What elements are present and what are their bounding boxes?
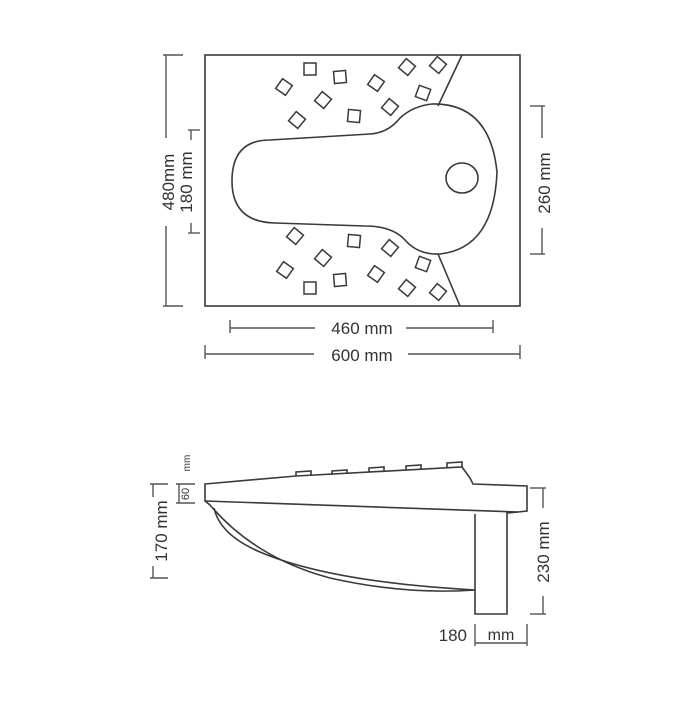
dim-outer-width: 600 mm bbox=[204, 345, 521, 365]
base-plate-outline bbox=[204, 54, 521, 307]
side-tiles bbox=[295, 461, 463, 476]
top-view: 480mm 180 mm 260 mm 460 mm bbox=[159, 54, 554, 365]
side-bowl-curve bbox=[213, 507, 476, 591]
dim-rim-height: 60 mm bbox=[176, 455, 195, 504]
dim-outlet: 180 mm bbox=[439, 624, 528, 646]
label-rim-height: 60 bbox=[180, 488, 192, 500]
label-rim-unit: mm bbox=[182, 455, 193, 472]
dim-inner-height: 180 mm bbox=[177, 129, 200, 234]
label-outer-width: 600 mm bbox=[331, 346, 392, 365]
label-outer-height: 480mm bbox=[159, 154, 178, 211]
bowl-outline bbox=[231, 103, 498, 255]
label-inner-width: 460 mm bbox=[331, 319, 392, 338]
anti-slip-tiles-bottom bbox=[275, 226, 448, 302]
footrest-edge-top bbox=[437, 54, 463, 107]
label-inner-height: 180 mm bbox=[177, 151, 196, 212]
side-body-outline bbox=[204, 466, 528, 615]
anti-slip-tiles-top bbox=[274, 55, 448, 130]
label-front-height: 170 mm bbox=[152, 500, 171, 561]
dim-back-height: 230 mm bbox=[530, 487, 553, 615]
drain-hole bbox=[445, 162, 479, 194]
dim-bowl-height: 260 mm bbox=[530, 105, 554, 255]
dim-front-height: 170 mm bbox=[150, 483, 171, 579]
side-rim-line bbox=[204, 500, 519, 513]
label-outlet-unit: mm bbox=[488, 627, 515, 644]
label-back-height: 230 mm bbox=[534, 521, 553, 582]
label-outlet-value: 180 bbox=[439, 626, 467, 645]
dim-outer-height: 480mm bbox=[159, 54, 183, 307]
footrest-edge-bottom bbox=[437, 253, 461, 307]
label-bowl-height: 260 mm bbox=[535, 152, 554, 213]
dim-inner-width: 460 mm bbox=[229, 319, 494, 338]
side-view: 60 mm 170 mm 230 mm 180 mm bbox=[150, 455, 553, 646]
